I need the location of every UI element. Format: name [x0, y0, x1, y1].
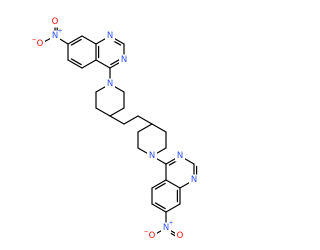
quinazoline-n3-bottom: N	[177, 151, 183, 161]
nitro-nitrogen-top-background	[50, 30, 60, 42]
nitro-oxygen-top-background	[50, 16, 60, 28]
bond	[151, 203, 167, 213]
quinazoline-n3-top-background	[105, 30, 115, 42]
quinazoline-n1-bottom-background	[189, 174, 199, 186]
bond-layer	[39, 21, 198, 238]
quinazoline-n1-bottom: N	[191, 175, 197, 185]
nitro-oxygen-minus-top: O	[37, 39, 44, 49]
nitro-nitrogen-top: N	[52, 31, 58, 41]
quinazoline-n3-top: N	[107, 31, 113, 41]
nitro-oxygen-minus-bottom-background	[147, 230, 157, 242]
nitro-nitrogen-bottom-background	[161, 222, 171, 234]
bond	[123, 115, 139, 125]
bond	[67, 59, 83, 69]
nitro-oxygen-top: O	[52, 17, 59, 27]
bond	[81, 35, 97, 45]
bond	[109, 107, 125, 117]
bond	[151, 179, 167, 189]
bond	[165, 203, 181, 213]
bond	[154, 182, 166, 190]
bond	[137, 123, 153, 133]
bond	[81, 59, 97, 69]
bond	[95, 59, 111, 69]
bond	[137, 115, 153, 125]
quinazoline-n3-bottom-background	[175, 150, 185, 162]
bond	[95, 107, 111, 117]
quinazoline-n1-top: N	[121, 55, 127, 65]
nitro-oxygen-minus-bottom: O	[149, 231, 156, 241]
nitro-nitrogen-bottom-charge: +	[168, 220, 173, 227]
quinazoline-n1-top-background	[119, 54, 129, 66]
nitro-oxygen-minus-bottom-charge: −	[143, 229, 148, 236]
bond	[154, 202, 166, 210]
nitro-nitrogen-bottom: N	[163, 223, 169, 233]
piperidine-nitrogen-top: N	[107, 79, 113, 89]
bond	[110, 58, 122, 66]
nitro-oxygen-minus-top-charge: −	[31, 37, 36, 44]
nitro-oxygen-minus-top-background	[35, 38, 45, 50]
piperidine-nitrogen-bottom: N	[149, 151, 155, 161]
piperidine-nitrogen-top-background	[105, 78, 115, 90]
nitro-nitrogen-top-charge: +	[57, 28, 62, 35]
nitro-oxygen-bottom-background	[175, 230, 185, 242]
bond	[165, 179, 181, 189]
bond	[109, 115, 125, 125]
bond	[70, 58, 82, 66]
bond	[70, 38, 82, 46]
bond	[151, 123, 167, 133]
bond	[67, 35, 83, 45]
nitro-oxygen-bottom: O	[177, 231, 184, 241]
piperidine-nitrogen-bottom-background	[147, 150, 157, 162]
